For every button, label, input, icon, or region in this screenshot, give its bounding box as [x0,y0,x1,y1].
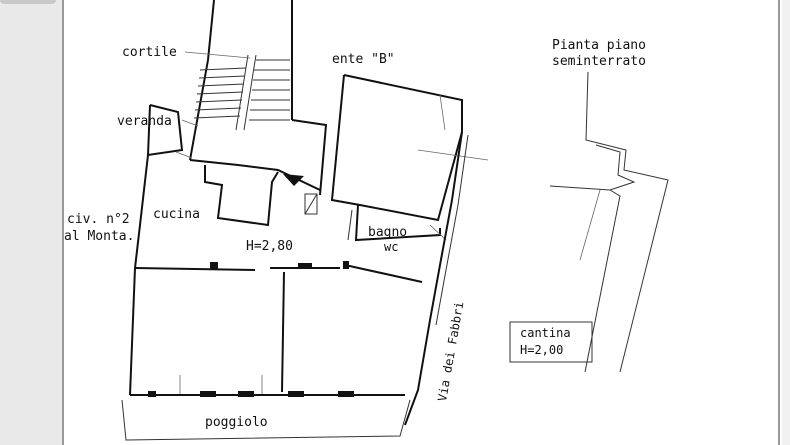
veranda [134,104,199,269]
label-civ-line2: al Monta. [64,229,134,244]
semibasement-outline [549,71,669,373]
label-wc: wc [384,240,398,254]
title-line1: Pianta piano [552,38,646,53]
title-line2: seminterrato [552,54,646,69]
label-cortile: cortile [122,45,177,60]
label-cucina: cucina [153,207,200,222]
label-civ-line1: civ. n°2 [67,212,130,227]
main-rooms [129,262,340,396]
label-cantina-height: H=2,00 [520,343,563,357]
room-bagno-wc [343,204,447,283]
exterior-wall-right [404,131,469,426]
right-margin [782,0,790,445]
north-arrow-icon [283,174,304,186]
label-height-main: H=2,80 [246,239,293,254]
label-veranda: veranda [117,114,172,129]
left-margin [0,0,62,445]
label-bagno: bagno [368,225,407,240]
corner-tab[interactable] [0,0,56,4]
label-via: Via dei Fabbri [435,300,466,402]
entry-corridor [189,119,328,227]
room-ente-b [330,74,489,222]
cantina-box [509,321,593,363]
balcony-poggiolo [121,391,411,441]
label-cantina-name: cantina [520,326,571,340]
label-ente: ente "B" [332,52,395,67]
label-poggiolo: poggiolo [205,415,268,430]
staircase [184,0,293,161]
